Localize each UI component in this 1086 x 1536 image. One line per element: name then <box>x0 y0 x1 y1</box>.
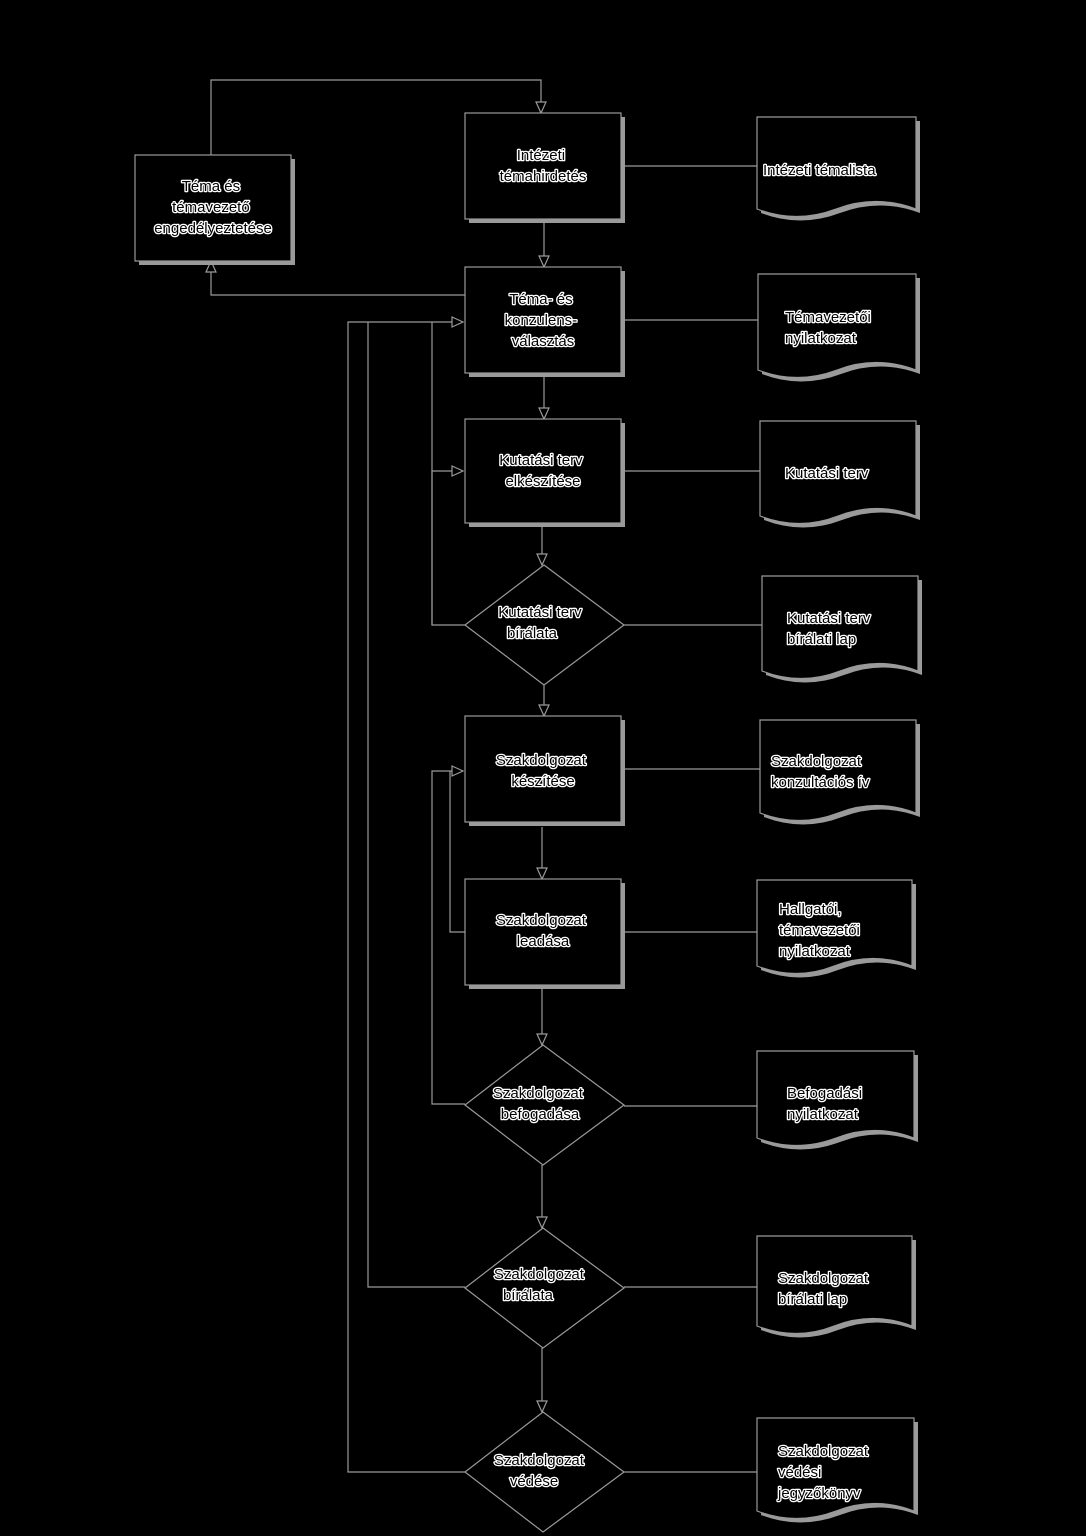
arrowhead-into-announcement <box>535 101 547 115</box>
node-label-line: témahirdetés <box>500 168 587 185</box>
node-label: Szakdolgozat befogadása <box>493 1085 587 1123</box>
document-label-line: nyilatkozat <box>779 943 851 960</box>
node-label: Szakdolgozat bírálata <box>494 1266 588 1304</box>
node-label-line: készítése <box>511 773 574 790</box>
document-label-line: konzultációs ív <box>771 774 870 791</box>
node-label-line: Szakdolgozat <box>494 1266 585 1283</box>
document-hallgatoi-temavezetoi-nyilatkozat: Hallgatói, témavezetői nyilatkozat <box>756 879 916 978</box>
loop-review-to-selection <box>367 322 465 1288</box>
arrowhead-into-plan-review <box>536 553 548 567</box>
node-label-line: Intézeti <box>517 147 565 164</box>
process-node-tema-konzulens-valasztas: Téma- és konzulens- választás <box>464 266 625 377</box>
decision-node-szakdolgozat-biralata: Szakdolgozat bírálata <box>464 1227 626 1349</box>
node-label-line: bírálata <box>503 1287 554 1304</box>
document-befogadasi-nyilatkozat: Befogadási nyilatkozat <box>756 1050 918 1150</box>
arrowhead-into-submission <box>536 867 548 881</box>
document-label-line: jegyzőkönyv <box>777 1485 861 1502</box>
document-label: Témavezetői nyilatkozat <box>785 309 875 347</box>
decision-node-kutatasi-terv-biralata: Kutatási terv bírálata <box>464 564 625 686</box>
document-label-line: Témavezetői <box>785 309 871 326</box>
document-label-line: Hallgatói, <box>779 901 842 918</box>
arrowhead-into-defense <box>536 1400 548 1414</box>
node-label-line: Téma- és <box>509 291 572 308</box>
arrowhead-into-acceptance <box>536 1033 548 1047</box>
node-label: Szakdolgozat védése <box>494 1452 588 1490</box>
loop-acceptance-to-thesis-writing <box>431 770 465 1105</box>
decision-node-szakdolgozat-vedese: Szakdolgozat védése <box>464 1411 626 1533</box>
node-label: Téma- és konzulens- választás <box>505 291 582 350</box>
arrowhead-loop-into-plan <box>451 465 465 477</box>
document-label: Szakdolgozat bírálati lap <box>778 1270 872 1308</box>
document-label: Szakdolgozat konzultációs ív <box>771 753 870 791</box>
document-temavezetoi-nyilatkozat: Témavezetői nyilatkozat <box>757 273 920 382</box>
node-label: Szakdolgozat készítése <box>496 752 590 790</box>
document-konzultacios-iv: Szakdolgozat konzultációs ív <box>759 719 920 825</box>
node-label-line: védése <box>510 1473 558 1490</box>
document-label-line: nyilatkozat <box>785 330 857 347</box>
document-kutatasi-terv: Kutatási terv <box>759 420 920 528</box>
connectors <box>205 79 762 1473</box>
document-label-line: Szakdolgozat <box>778 1270 869 1287</box>
node-label: Kutatási terv bírálata <box>498 604 586 642</box>
node-label-line: konzulens- <box>505 312 578 329</box>
node-label: Intézeti témahirdetés <box>500 147 587 185</box>
arrowhead-into-review <box>536 1216 548 1230</box>
node-label-line: Szakdolgozat <box>496 912 587 929</box>
decision-node-szakdolgozat-befogadasa: Szakdolgozat befogadása <box>464 1044 626 1166</box>
document-label: Szakdolgozat védési jegyzőkönyv <box>777 1443 872 1502</box>
loop-submission-to-thesis-writing <box>449 771 465 933</box>
document-kutatasi-terv-biralati-lap: Kutatási terv bírálati lap <box>761 575 922 683</box>
arrowhead-into-thesis-writing <box>538 704 550 718</box>
node-label-line: engedélyeztetése <box>154 220 272 237</box>
arrowhead-loop-into-selection <box>451 316 465 328</box>
document-label-line: bírálati lap <box>787 631 856 648</box>
node-label-line: Szakdolgozat <box>493 1085 584 1102</box>
process-node-szakdolgozat-keszitese: Szakdolgozat készítése <box>464 715 625 826</box>
node-label-line: Téma és <box>182 178 240 195</box>
node-label-line: elkészítése <box>505 473 580 490</box>
document-label-line: témavezetői <box>779 922 860 939</box>
document-label-line: bírálati lap <box>778 1291 847 1308</box>
document-label-line: Szakdolgozat <box>778 1443 869 1460</box>
document-label: Befogadási nyilatkozat <box>787 1085 866 1123</box>
node-label: Szakdolgozat leadása <box>496 912 590 950</box>
document-szakdolgozat-biralati-lap: Szakdolgozat bírálati lap <box>756 1235 916 1338</box>
document-vedesi-jegyzokonyv: Szakdolgozat védési jegyzőkönyv <box>756 1417 918 1523</box>
node-label-line: Kutatási terv <box>498 604 582 621</box>
arrowhead-loop-into-thesis-writing <box>451 765 465 777</box>
document-label: Hallgatói, témavezetői nyilatkozat <box>779 901 864 960</box>
node-label-line: Kutatási terv <box>499 452 583 469</box>
document-intezeti-temalista: Intézeti témalista <box>756 116 920 221</box>
document-label-line: nyilatkozat <box>787 1106 859 1123</box>
arrowhead-into-approval <box>205 259 217 273</box>
process-node-szakdolgozat-leadasa: Szakdolgozat leadása <box>464 878 625 989</box>
document-label-line: Befogadási <box>787 1085 862 1102</box>
document-label-line: Kutatási terv <box>787 610 871 627</box>
process-node-tema-engedelyeztetes: Téma és témavezető engedélyeztetése <box>134 154 295 265</box>
document-label: Kutatási terv <box>785 465 869 482</box>
document-label: Intézeti témalista <box>763 162 876 179</box>
node-label-line: leadása <box>517 933 570 950</box>
process-node-kutatasi-terv-elkeszitese: Kutatási terv elkészítése <box>464 418 625 527</box>
document-label-line: védési <box>778 1464 821 1481</box>
document-label: Kutatási terv bírálati lap <box>787 610 875 648</box>
loop-defense-to-selection <box>347 321 465 1473</box>
node-label-line: választás <box>512 333 575 350</box>
process-node-intezeti-temahirdetes: Intézeti témahirdetés <box>464 112 625 223</box>
document-label-line: Intézeti témalista <box>763 162 876 179</box>
node-label: Kutatási terv elkészítése <box>499 452 587 490</box>
document-label-line: Kutatási terv <box>785 465 869 482</box>
document-label-line: Szakdolgozat <box>771 753 862 770</box>
connector-approval-to-announcement <box>210 79 542 155</box>
node-label: Téma és témavezető engedélyeztetése <box>154 178 272 237</box>
node-label-line: befogadása <box>501 1106 580 1123</box>
node-label-line: Szakdolgozat <box>494 1452 585 1469</box>
node-label-line: témavezető <box>172 199 250 216</box>
node-label-line: Szakdolgozat <box>496 752 587 769</box>
arrowhead-into-plan <box>538 407 550 421</box>
arrowhead-into-selection <box>538 255 550 269</box>
node-label-line: bírálata <box>507 625 558 642</box>
